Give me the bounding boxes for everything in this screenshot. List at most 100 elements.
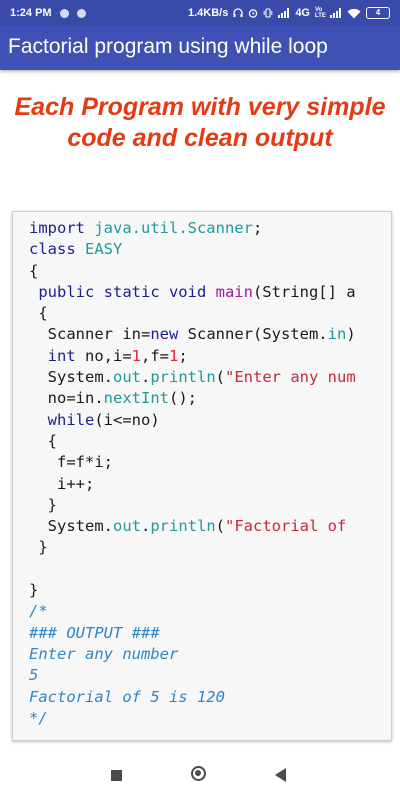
code-token: no=in. <box>29 389 104 408</box>
back-triangle-icon[interactable] <box>275 768 286 782</box>
status-time: 1:24 PM <box>10 7 52 19</box>
code-line: { <box>29 303 356 324</box>
code-token: ### OUTPUT ### <box>29 623 160 642</box>
code-token: Factorial of 5 is 120 <box>29 687 225 706</box>
code-line <box>29 559 356 580</box>
code-token: (i<=no) <box>94 410 160 429</box>
code-token: in <box>327 325 347 344</box>
code-line: while(i<=no) <box>29 410 356 431</box>
signal-icon <box>330 8 341 18</box>
code-line: Scanner in=new Scanner(System.in) <box>29 324 356 345</box>
code-panel[interactable]: import java.util.Scanner;class EASY{ pub… <box>12 211 392 741</box>
volte-label: Vo LTE <box>315 7 326 19</box>
code-token: println <box>150 517 216 536</box>
code-line: import java.util.Scanner; <box>29 218 356 239</box>
battery-level: 4 <box>375 8 381 17</box>
code-token: out <box>113 517 141 536</box>
code-line: System.out.println("Factorial of <box>29 516 356 537</box>
code-line: 5 <box>29 665 356 686</box>
headline-line-2: code and clean output <box>67 124 333 152</box>
code-token: java.util.Scanner <box>94 219 253 237</box>
code-token: class <box>29 240 85 259</box>
app-title: Factorial program using while loop <box>8 35 328 58</box>
code-token: ( <box>215 517 226 536</box>
code-token <box>29 411 48 429</box>
notification-dot-icon <box>59 8 69 18</box>
code-line: Enter any number <box>29 644 356 665</box>
alarm-icon <box>249 9 258 18</box>
status-bar: 1:24 PM 1.4KB/s 4G Vo LTE 4 <box>0 0 400 26</box>
status-left: 1:24 PM <box>10 0 86 26</box>
code-token: i++; <box>29 474 95 493</box>
wifi-icon <box>347 8 361 18</box>
code-line: } <box>29 537 356 558</box>
code-line: no=in.nextInt(); <box>29 388 356 409</box>
code-token: (); <box>168 389 197 408</box>
code-token: { <box>29 431 57 450</box>
code-line: */ <box>29 708 356 729</box>
code-line: class EASY <box>29 239 356 260</box>
code-line: i++; <box>29 474 356 495</box>
code-token: "Enter any num <box>225 368 356 387</box>
code-token: System. <box>29 517 113 536</box>
recents-square-icon[interactable] <box>111 770 122 781</box>
code-token: . <box>141 517 151 536</box>
notification-dot-icon <box>76 8 86 18</box>
code-token: import <box>29 219 95 237</box>
code-token: ; <box>178 346 188 365</box>
code-line: } <box>29 580 356 601</box>
code-token: nextInt <box>103 389 169 408</box>
code-line: public static void main(String[] a <box>29 282 356 303</box>
code-token: . <box>141 368 151 387</box>
code-token: System. <box>29 368 113 387</box>
code-block: import java.util.Scanner;class EASY{ pub… <box>29 218 356 729</box>
status-right: 1.4KB/s 4G Vo LTE 4 <box>188 0 390 26</box>
code-token: main <box>215 282 253 301</box>
code-line: ### OUTPUT ### <box>29 623 356 644</box>
code-token: /* <box>29 602 48 621</box>
code-token: while <box>47 410 95 429</box>
code-token: new <box>150 325 179 344</box>
code-token: (String[] a <box>252 282 356 301</box>
code-token <box>29 347 48 365</box>
code-line: } <box>29 495 356 516</box>
vibrate-icon <box>264 8 273 18</box>
code-token: no,i= <box>75 346 132 365</box>
code-token: public static void <box>29 282 216 301</box>
headline: Each Program with very simple code and c… <box>0 92 400 154</box>
headphones-icon <box>233 8 243 17</box>
code-token: f=f*i; <box>29 453 113 472</box>
code-token: out <box>113 368 141 387</box>
code-token: ) <box>346 325 356 344</box>
code-token: ( <box>215 368 226 387</box>
code-token: */ <box>29 708 48 727</box>
code-token: EASY <box>85 240 123 259</box>
code-token: int <box>47 346 76 365</box>
code-token: { <box>29 304 48 323</box>
code-token: println <box>150 368 216 387</box>
code-token: 1 <box>169 346 179 365</box>
code-line: System.out.println("Enter any num <box>29 367 356 388</box>
battery-icon: 4 <box>366 7 390 19</box>
code-line: int no,i=1,f=1; <box>29 346 356 367</box>
code-token: 1 <box>131 346 142 365</box>
code-token: } <box>29 495 57 514</box>
headline-line-1: Each Program with very simple <box>14 93 386 121</box>
code-token: { <box>29 261 39 280</box>
code-token: } <box>29 581 39 600</box>
code-line: /* <box>29 601 356 622</box>
code-token: ; <box>252 219 263 237</box>
code-token: Scanner(System. <box>178 325 328 344</box>
code-line: { <box>29 261 356 282</box>
code-token: ,f= <box>141 346 170 365</box>
code-line: Factorial of 5 is 120 <box>29 687 356 708</box>
code-token: Scanner in= <box>29 325 151 344</box>
code-token: "Factorial of <box>225 517 356 536</box>
network-speed: 1.4KB/s <box>187 7 229 19</box>
code-token: } <box>29 538 48 557</box>
code-line: { <box>29 431 356 452</box>
home-circle-icon[interactable] <box>191 766 206 781</box>
network-type: 4G <box>295 7 310 19</box>
code-line: f=f*i; <box>29 452 356 473</box>
code-token: 5 <box>29 666 39 685</box>
